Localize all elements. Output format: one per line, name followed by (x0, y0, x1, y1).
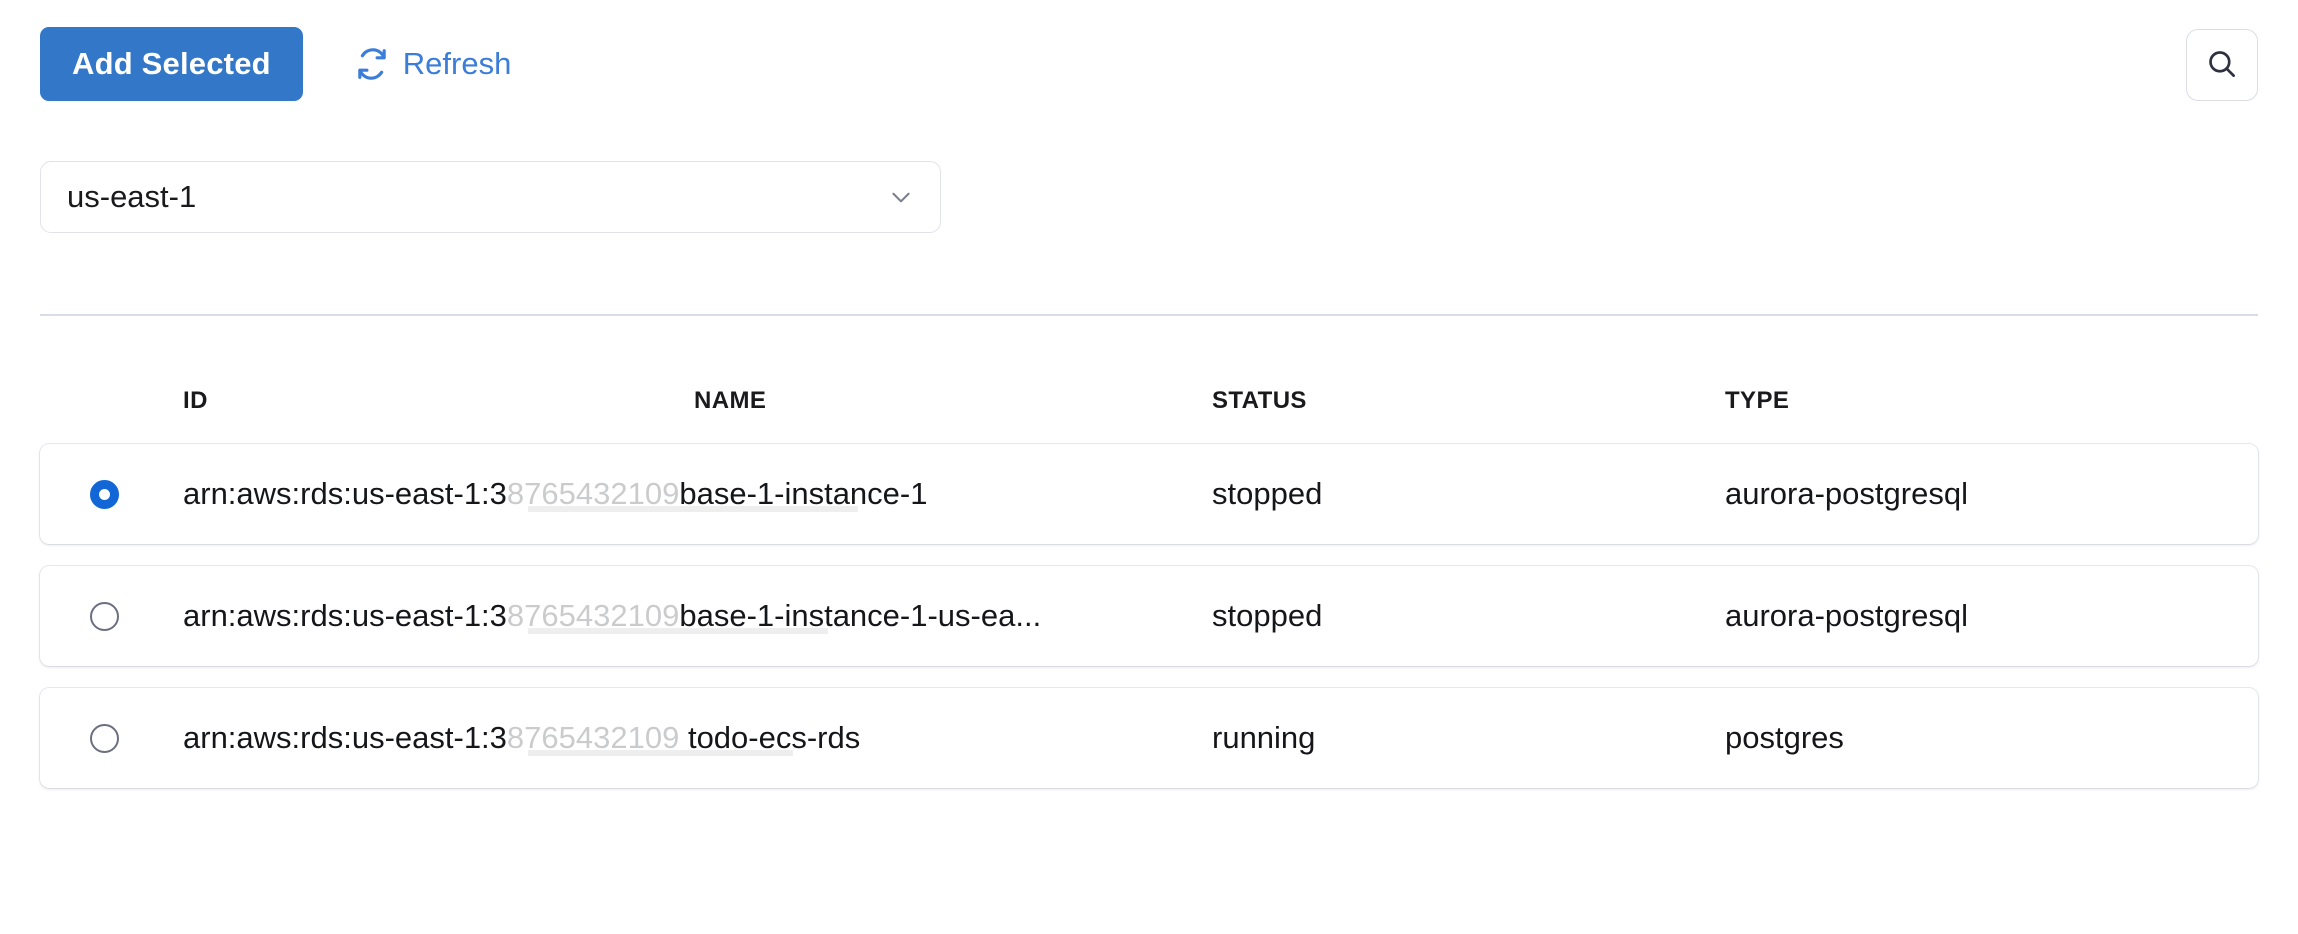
add-selected-button[interactable]: Add Selected (40, 27, 303, 101)
column-header-name: NAME (694, 387, 767, 414)
arn-prefix: arn:aws:rds:us-east-1:3 (183, 476, 507, 511)
arn-prefix: arn:aws:rds:us-east-1:3 (183, 720, 507, 755)
column-header-type: TYPE (1725, 387, 1790, 414)
arn-account-masked: 8765432109 (506, 476, 680, 511)
arn-suffix: base-1-instance-1 (679, 476, 928, 511)
toolbar: Add Selected Refresh (40, 26, 2258, 102)
radio-button[interactable] (90, 723, 119, 753)
cell-type: aurora-postgresql (1725, 476, 1968, 511)
search-button[interactable] (2186, 29, 2258, 101)
column-header-status: STATUS (1212, 387, 1307, 414)
cell-status: stopped (1212, 476, 1323, 511)
table-row[interactable]: arn:aws:rds:us-east-1:38765432109 todo-e… (40, 688, 2258, 788)
row-select-cell[interactable] (40, 479, 183, 509)
region-select-wrapper: us-east-1 (40, 161, 941, 233)
table-body: arn:aws:rds:us-east-1:38765432109base-1-… (40, 444, 2258, 788)
radio-button-selected[interactable] (90, 479, 119, 509)
instances-table: ID NAME STATUS TYPE arn:aws:rds:us-east-… (40, 370, 2258, 810)
row-select-cell[interactable] (40, 601, 183, 631)
refresh-label: Refresh (402, 46, 512, 81)
cell-type: aurora-postgresql (1725, 598, 1968, 633)
cell-type: postgres (1725, 720, 1844, 755)
arn-suffix: base-1-instance-1-us-ea... (679, 598, 1042, 633)
refresh-button[interactable]: Refresh (351, 40, 516, 88)
cell-id: arn:aws:rds:us-east-1:38765432109 todo-e… (183, 720, 1212, 756)
arn-suffix: todo-ecs-rds (679, 720, 861, 755)
region-select[interactable]: us-east-1 (40, 161, 941, 233)
region-selected-value: us-east-1 (67, 179, 197, 214)
table-header-row: ID NAME STATUS TYPE (40, 370, 2258, 432)
search-icon (2205, 47, 2239, 84)
section-divider (40, 314, 2258, 316)
radio-button[interactable] (90, 601, 119, 631)
arn-prefix: arn:aws:rds:us-east-1:3 (183, 598, 507, 633)
table-row[interactable]: arn:aws:rds:us-east-1:38765432109base-1-… (40, 566, 2258, 666)
cell-status: running (1212, 720, 1316, 755)
cell-id: arn:aws:rds:us-east-1:38765432109base-1-… (183, 598, 1212, 634)
arn-account-masked: 8765432109 (506, 720, 680, 755)
column-header-id: ID (183, 387, 208, 414)
row-select-cell[interactable] (40, 723, 183, 753)
cell-id: arn:aws:rds:us-east-1:38765432109base-1-… (183, 476, 1212, 512)
arn-account-masked: 8765432109 (506, 598, 680, 633)
refresh-icon (355, 47, 389, 81)
cell-status: stopped (1212, 598, 1323, 633)
chevron-down-icon (888, 184, 914, 210)
table-row[interactable]: arn:aws:rds:us-east-1:38765432109base-1-… (40, 444, 2258, 544)
